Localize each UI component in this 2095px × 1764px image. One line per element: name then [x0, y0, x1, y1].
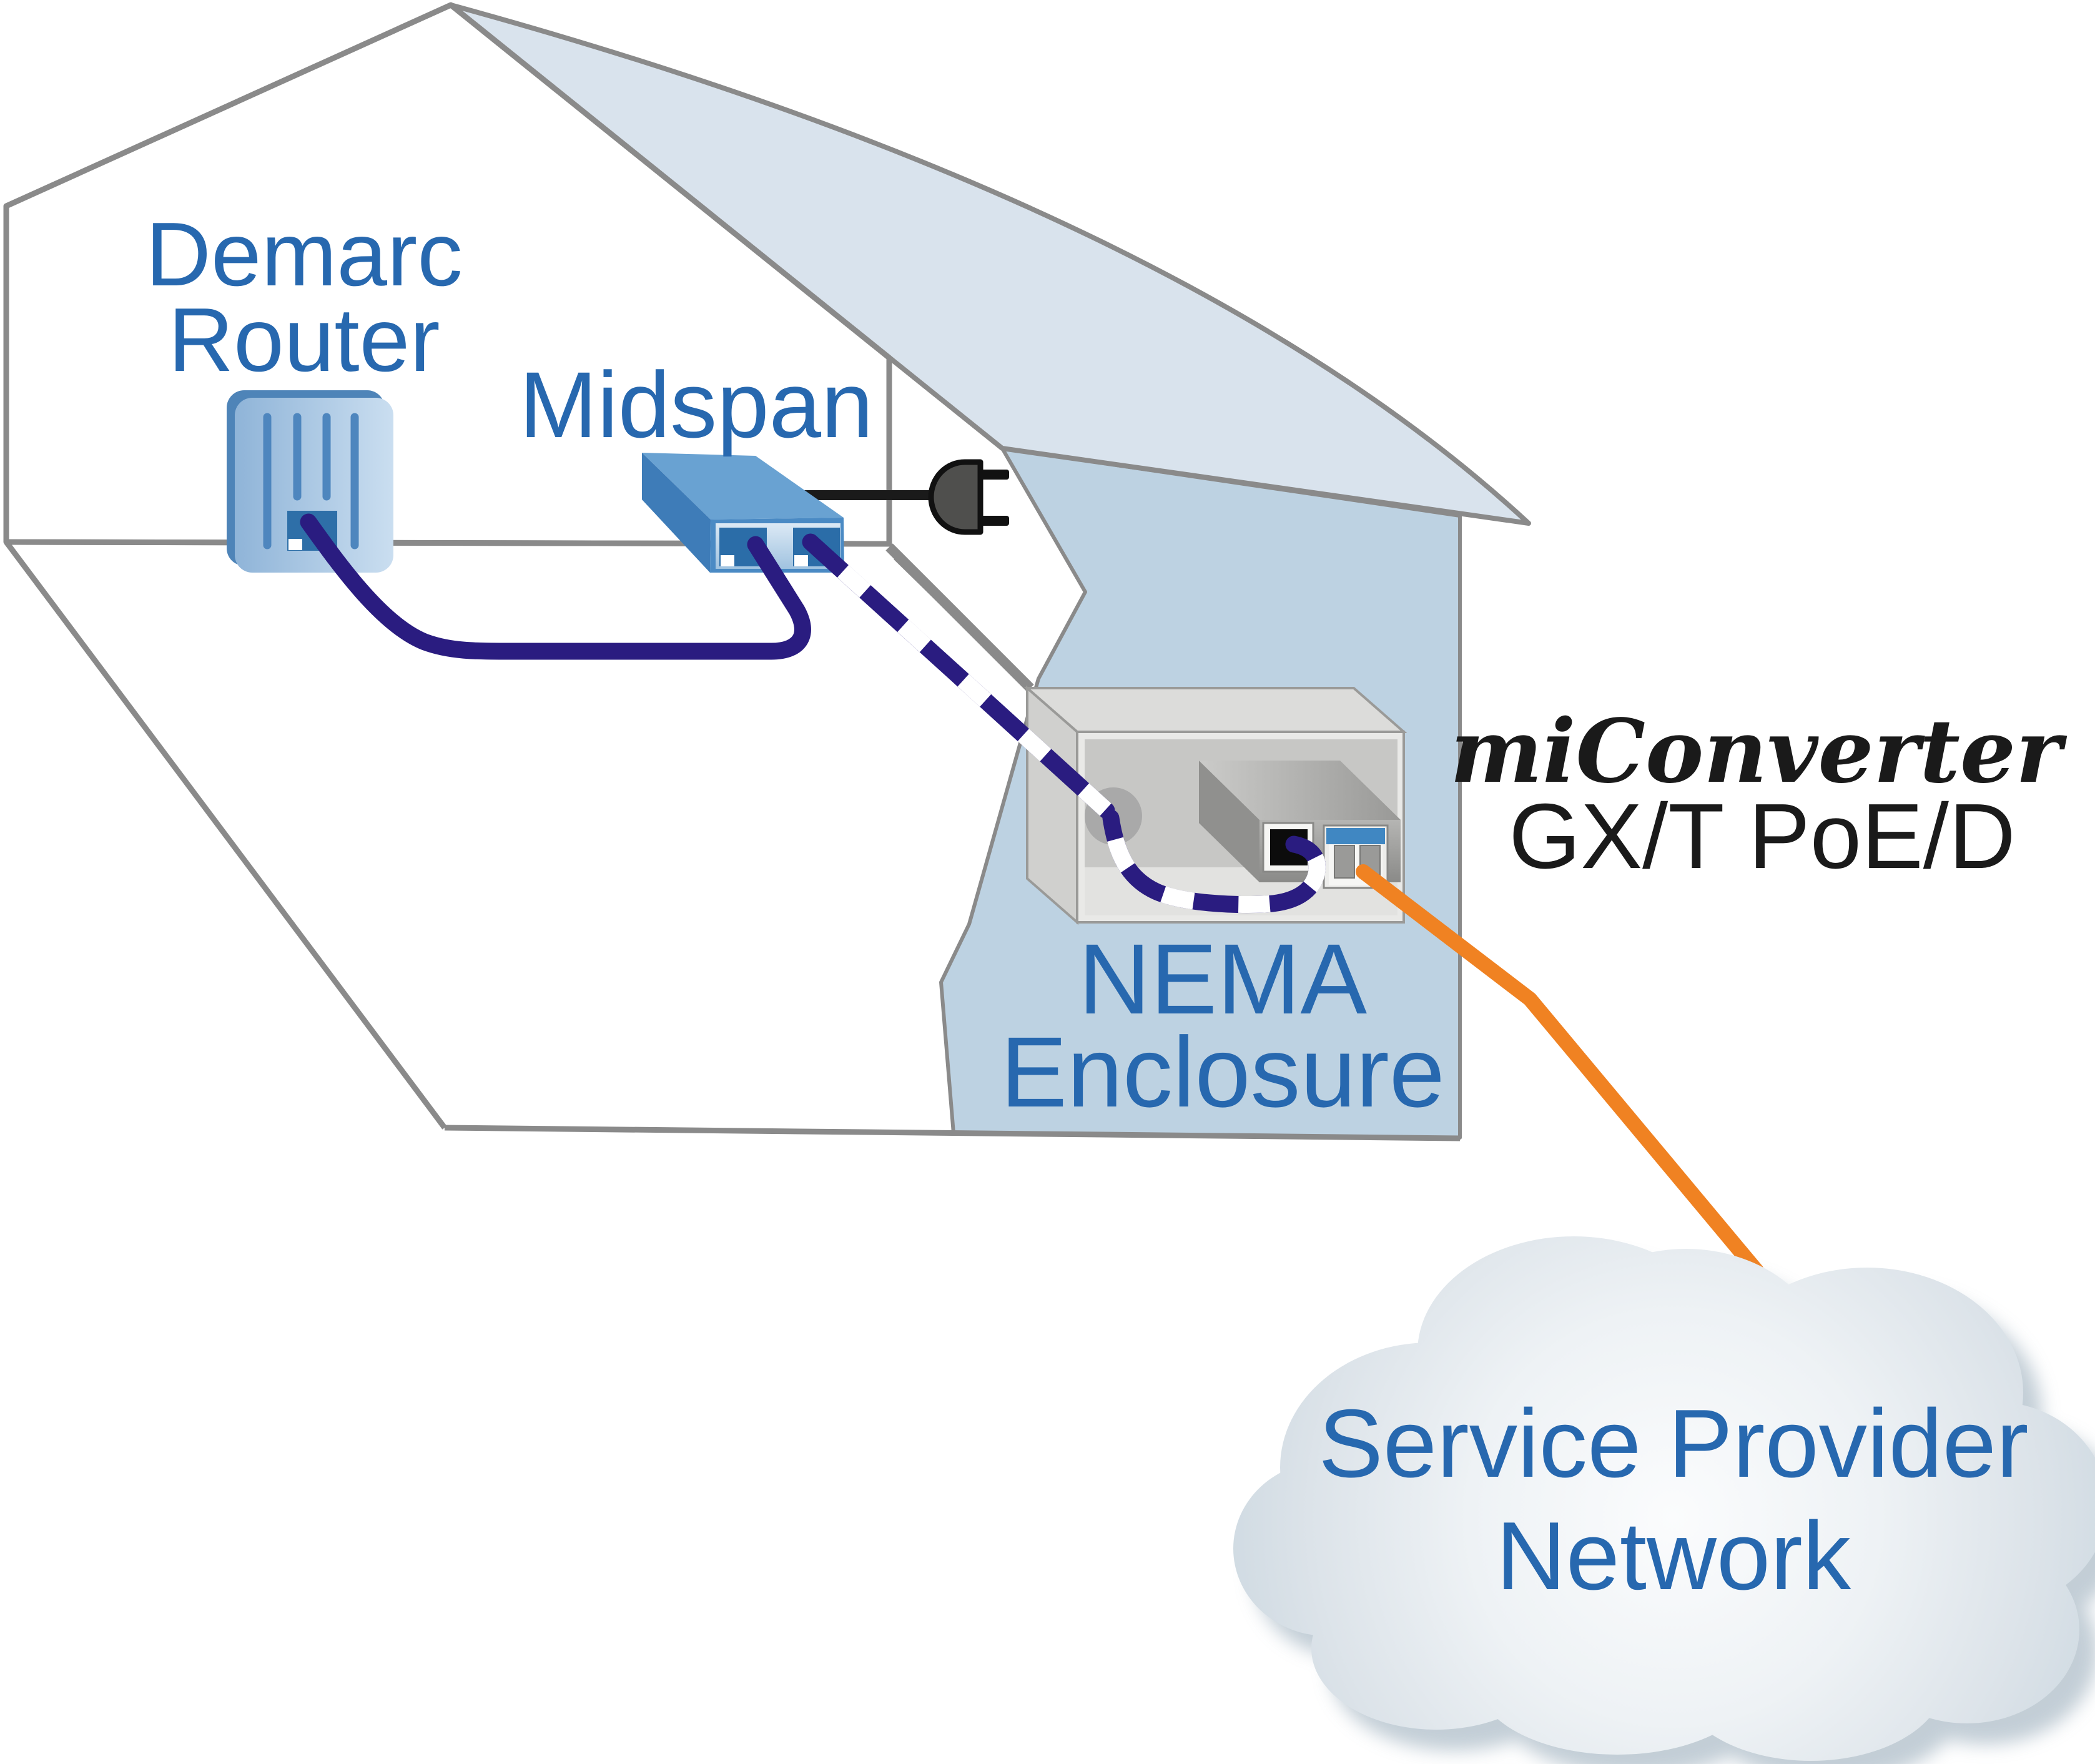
fiber-cable	[1356, 864, 1764, 1278]
ground-left-diagonal	[4, 540, 447, 1130]
cloud-label-line2: Network	[1496, 1502, 1851, 1610]
power-plug-icon	[928, 459, 983, 535]
converter-left-face	[1199, 761, 1259, 882]
converter-top-face	[1199, 761, 1401, 820]
demarc-router-label-line2: Router	[168, 289, 440, 390]
miconverter-device	[1199, 761, 1401, 889]
utp-cable-midspan-to-converter	[802, 533, 1115, 819]
labels: Demarc Router Midspan NEMA Enclosure miC…	[145, 204, 2068, 1128]
midspan-port-1-notch	[721, 555, 734, 566]
ground-bottom-line	[444, 1125, 1461, 1141]
house-roof	[448, 2, 1531, 526]
demarc-router-device	[227, 390, 393, 573]
router-port-notch	[288, 539, 302, 550]
corner-base-line	[894, 556, 1038, 697]
device-title-line1: miConverter	[1450, 701, 2068, 803]
cable-stripes	[1102, 816, 1326, 914]
service-provider-cloud: Service Provider Network	[1233, 1236, 2095, 1764]
device-title-line2: GX/T PoE/D	[1509, 785, 2016, 888]
cloud-icon	[1233, 1236, 2095, 1761]
router-vents	[263, 413, 359, 549]
midspan-label: Midspan	[520, 352, 874, 457]
demarc-router-label-line1: Demarc	[145, 204, 463, 305]
enclosure-top-face	[1023, 687, 1407, 733]
midspan-port-2-notch	[794, 555, 808, 566]
nema-label-line1: NEMA	[1078, 923, 1368, 1035]
cable-stripes	[804, 535, 1113, 817]
cloud-label-line1: Service Provider	[1318, 1389, 2028, 1497]
plug-prong-top	[980, 470, 1009, 480]
nema-label-line2: Enclosure	[1000, 1016, 1444, 1128]
utp-cable-inside-enclosure	[1102, 809, 1326, 914]
plug-prong-bottom	[980, 516, 1009, 526]
midspan-top-face	[642, 453, 844, 520]
power-cord-and-plug	[801, 459, 1009, 535]
utp-cable-router-to-midspan	[300, 513, 811, 660]
midspan-left-face	[642, 453, 711, 573]
